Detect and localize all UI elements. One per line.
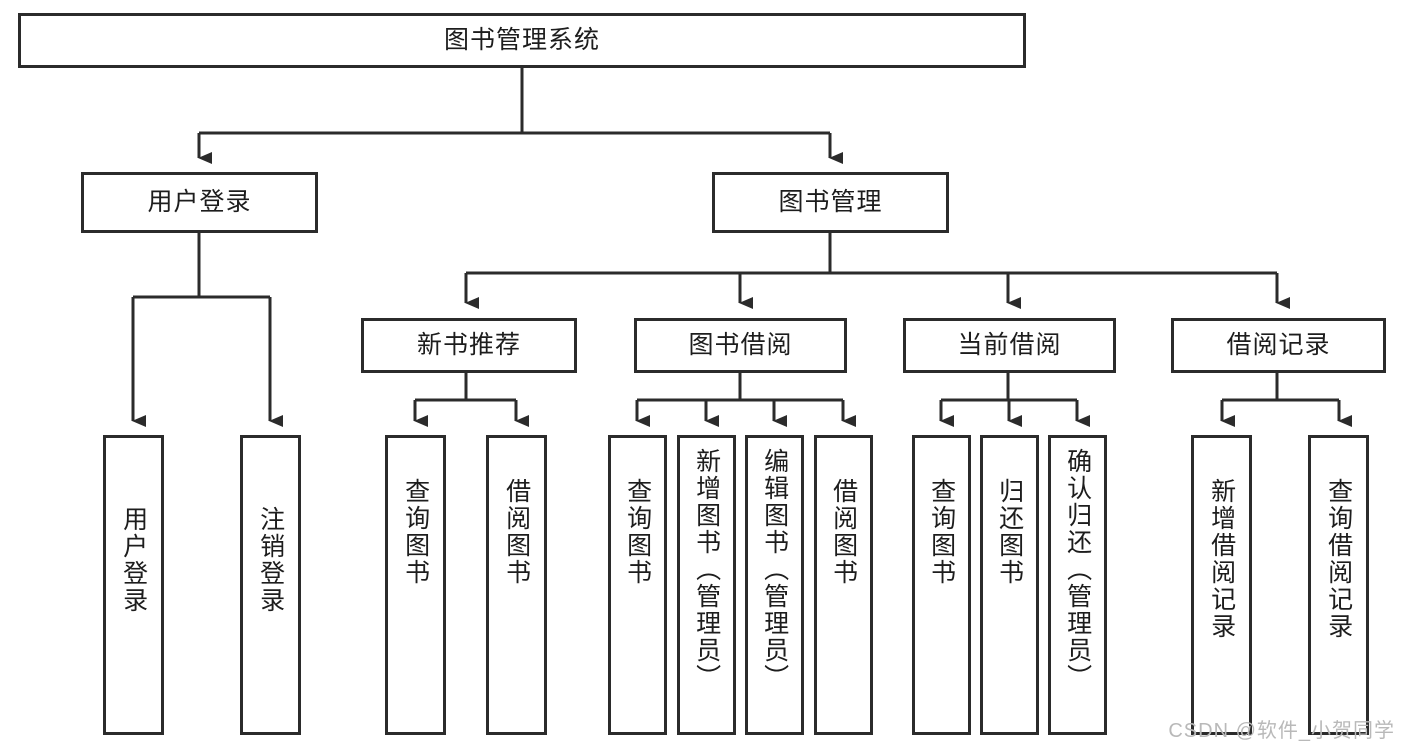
node-label: 新书推荐 xyxy=(416,330,521,359)
node-book-borrow[interactable]: 图书借阅 xyxy=(634,318,847,373)
node-label: 借阅记录 xyxy=(1226,330,1331,359)
node-user-login[interactable]: 用户登录 xyxy=(81,172,318,233)
node-new-book-recommend[interactable]: 新书推荐 xyxy=(361,318,577,373)
leaf-user-login-logout[interactable]: 注销登录 xyxy=(240,435,301,735)
node-label: 查询图书 xyxy=(623,478,652,586)
leaf-current-borrow-query-book[interactable]: 查询图书 xyxy=(912,435,971,735)
node-label: 图书管理系统 xyxy=(443,25,600,54)
leaf-new-book-query-book[interactable]: 查询图书 xyxy=(385,435,446,735)
node-label: 图书管理 xyxy=(778,187,883,216)
leaf-book-borrow-add-book-admin[interactable]: 新增图书（管理员） xyxy=(677,435,736,735)
leaf-book-borrow-query-book[interactable]: 查询图书 xyxy=(608,435,667,735)
node-book-management[interactable]: 图书管理 xyxy=(712,172,949,233)
node-label: 借阅图书 xyxy=(502,478,531,586)
node-label: 新增图书（管理员） xyxy=(692,448,721,691)
node-label: 注销登录 xyxy=(256,506,285,614)
leaf-book-borrow-edit-book-admin[interactable]: 编辑图书（管理员） xyxy=(745,435,804,735)
node-label: 图书借阅 xyxy=(688,330,793,359)
leaf-new-book-borrow-book[interactable]: 借阅图书 xyxy=(486,435,547,735)
node-label: 确认归还（管理员） xyxy=(1063,448,1092,691)
node-label: 新增借阅记录 xyxy=(1207,478,1236,640)
leaf-book-borrow-borrow-book[interactable]: 借阅图书 xyxy=(814,435,873,735)
node-label: 查询图书 xyxy=(927,478,956,586)
node-root-book-management-system[interactable]: 图书管理系统 xyxy=(18,13,1026,68)
node-label: 用户登录 xyxy=(119,506,148,614)
node-label: 归还图书 xyxy=(995,478,1024,586)
leaf-current-borrow-confirm-return-admin[interactable]: 确认归还（管理员） xyxy=(1048,435,1107,735)
node-label: 借阅图书 xyxy=(829,478,858,586)
leaf-current-borrow-return-book[interactable]: 归还图书 xyxy=(980,435,1039,735)
node-label: 查询借阅记录 xyxy=(1324,478,1353,640)
node-label: 查询图书 xyxy=(401,478,430,586)
node-label: 编辑图书（管理员） xyxy=(760,448,789,691)
leaf-user-login-login[interactable]: 用户登录 xyxy=(103,435,164,735)
leaf-borrow-records-add-record[interactable]: 新增借阅记录 xyxy=(1191,435,1252,735)
leaf-borrow-records-query-record[interactable]: 查询借阅记录 xyxy=(1308,435,1369,735)
node-label: 用户登录 xyxy=(147,187,252,216)
node-current-borrow[interactable]: 当前借阅 xyxy=(903,318,1116,373)
node-label: 当前借阅 xyxy=(957,330,1062,359)
node-borrow-records[interactable]: 借阅记录 xyxy=(1171,318,1386,373)
